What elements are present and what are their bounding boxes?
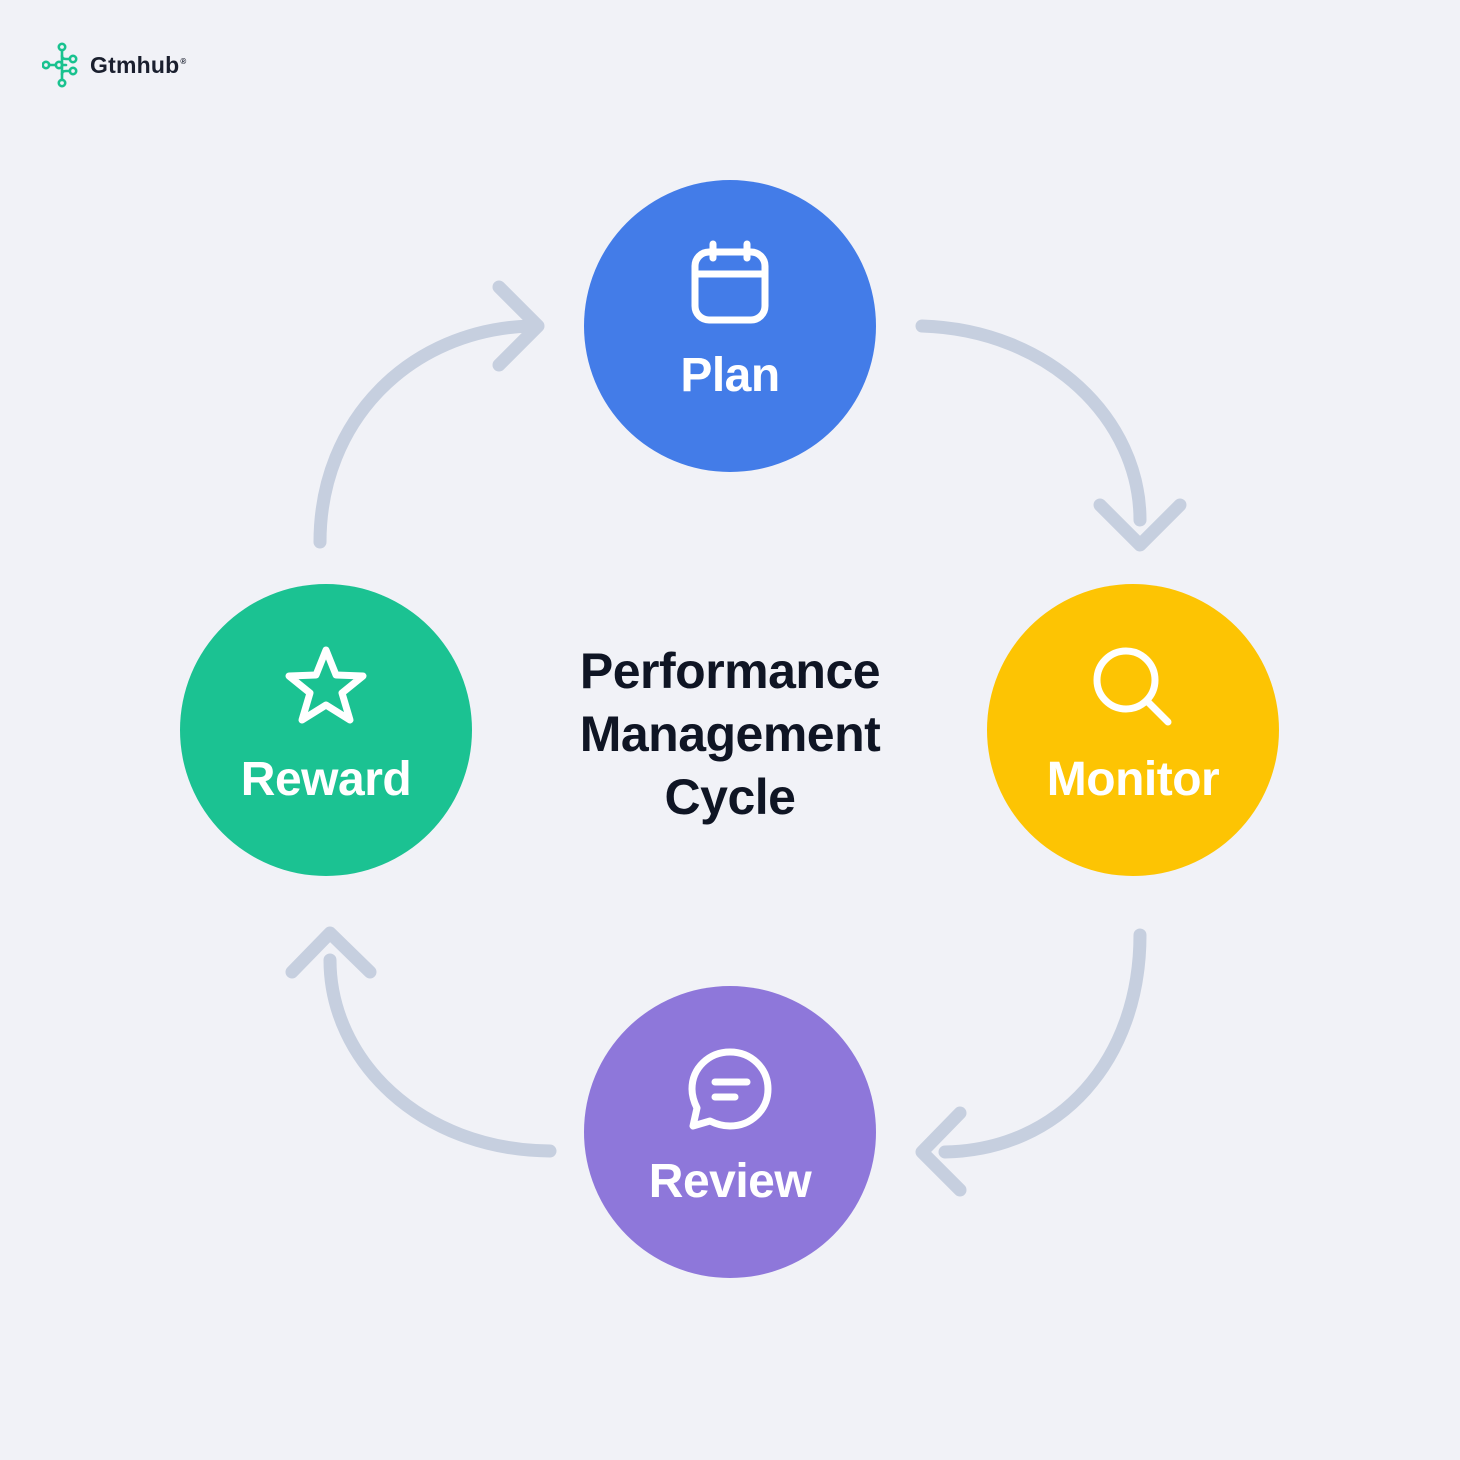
step-plan: Plan	[584, 180, 876, 472]
star-icon	[285, 646, 367, 724]
gtmhub-logo-icon	[42, 42, 78, 88]
step-label: Monitor	[1046, 753, 1220, 806]
chat-bubble-icon	[688, 1048, 772, 1130]
brand-name: Gtmhub®	[90, 51, 187, 78]
step-label: Plan	[680, 349, 780, 402]
arrow-plan-to-monitor	[915, 319, 1187, 552]
title-line: Performance	[579, 643, 881, 699]
title-line: Cycle	[664, 769, 796, 825]
gtmhub-logo: Gtmhub®	[42, 42, 186, 88]
arrow-review-to-reward	[285, 926, 557, 1158]
step-label: Review	[648, 1155, 812, 1208]
calendar-icon	[691, 240, 769, 324]
title-line: Management	[579, 706, 881, 762]
step-reward: Reward	[180, 584, 472, 876]
registered-mark: ®	[180, 56, 187, 66]
arrow-monitor-to-review	[915, 928, 1147, 1197]
step-monitor: Monitor	[987, 584, 1279, 876]
step-label: Reward	[240, 753, 412, 806]
step-review: Review	[584, 986, 876, 1278]
diagram-title: Performance Management Cycle	[530, 640, 930, 829]
arrow-reward-to-plan	[313, 280, 545, 549]
search-icon	[1093, 647, 1172, 726]
